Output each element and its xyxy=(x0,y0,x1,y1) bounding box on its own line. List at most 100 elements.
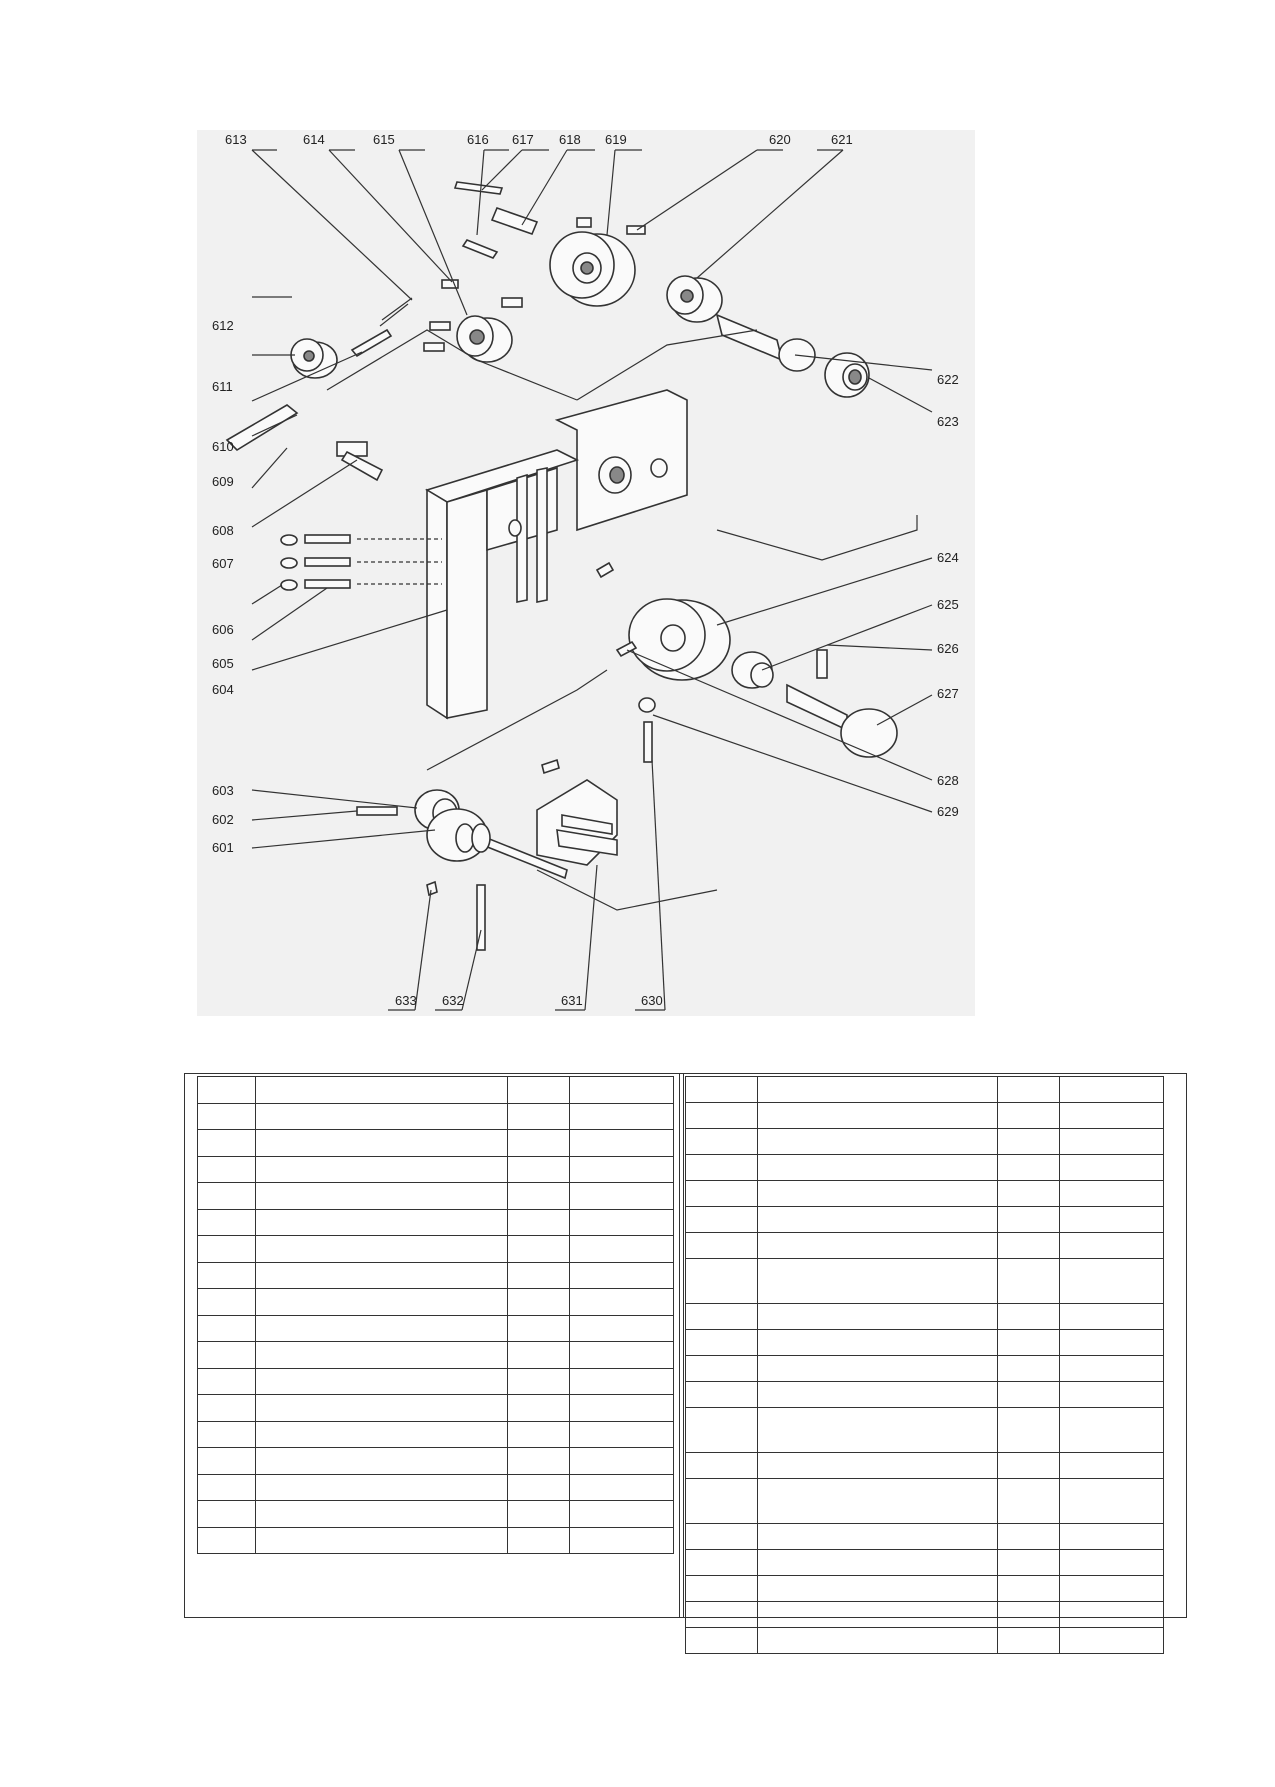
table-cell xyxy=(757,1627,998,1654)
table-row xyxy=(197,1394,674,1422)
table-cell xyxy=(255,1155,508,1183)
callout-613: 613 xyxy=(225,132,247,147)
table-cell xyxy=(507,1447,570,1475)
table-cell xyxy=(1059,1206,1164,1233)
table-cell xyxy=(997,1128,1060,1155)
table-cell xyxy=(685,1303,758,1330)
table-cell xyxy=(757,1452,998,1479)
table-cell xyxy=(507,1394,570,1422)
callout-605: 605 xyxy=(212,656,234,671)
table-cell xyxy=(197,1394,256,1422)
table-row xyxy=(685,1601,1164,1628)
table-cell xyxy=(507,1500,570,1528)
table-cell xyxy=(255,1473,508,1501)
table-cell xyxy=(757,1601,998,1628)
table-cell xyxy=(255,1394,508,1422)
table-row xyxy=(685,1154,1164,1181)
table-row xyxy=(685,1478,1164,1524)
table-cell xyxy=(997,1523,1060,1550)
table-cell xyxy=(197,1367,256,1395)
table-cell xyxy=(569,1447,674,1475)
table-cell xyxy=(255,1235,508,1263)
table-cell xyxy=(255,1182,508,1210)
callout-630: 630 xyxy=(641,993,663,1008)
table-cell xyxy=(685,1128,758,1155)
table-cell xyxy=(197,1473,256,1501)
callout-604: 604 xyxy=(212,682,234,697)
table-cell xyxy=(507,1288,570,1316)
diagram-svg: 613 614 615 616 617 618 619 620 621 612 … xyxy=(212,132,959,1011)
table-cell xyxy=(197,1341,256,1369)
table-cell xyxy=(757,1180,998,1207)
table-cell xyxy=(255,1341,508,1369)
table-cell xyxy=(757,1523,998,1550)
table-cell xyxy=(255,1261,508,1289)
table-row xyxy=(685,1523,1164,1550)
table-cell xyxy=(197,1235,256,1263)
table-cell xyxy=(757,1575,998,1602)
table-cell xyxy=(1059,1627,1164,1654)
table-cell xyxy=(1059,1180,1164,1207)
table-cell xyxy=(997,1076,1060,1103)
callout-607: 607 xyxy=(212,556,234,571)
table-row xyxy=(685,1381,1164,1408)
table-cell xyxy=(685,1549,758,1576)
table-row xyxy=(685,1180,1164,1207)
table-cell xyxy=(569,1367,674,1395)
callout-616: 616 xyxy=(467,132,489,147)
table-cell xyxy=(685,1154,758,1181)
table-cell xyxy=(507,1341,570,1369)
table-row xyxy=(685,1407,1164,1453)
table-cell xyxy=(255,1447,508,1475)
table-cell xyxy=(997,1206,1060,1233)
table-cell xyxy=(569,1473,674,1501)
table-cell xyxy=(255,1500,508,1528)
table-cell xyxy=(997,1549,1060,1576)
table-cell xyxy=(685,1381,758,1408)
table-cell xyxy=(1059,1407,1164,1453)
table-cell xyxy=(1059,1452,1164,1479)
table-cell xyxy=(757,1102,998,1129)
table-cell xyxy=(757,1329,998,1356)
table-row xyxy=(685,1128,1164,1155)
table-cell xyxy=(507,1261,570,1289)
table-cell xyxy=(255,1314,508,1342)
table-row xyxy=(685,1076,1164,1103)
table-cell xyxy=(1059,1102,1164,1129)
table-cell xyxy=(1059,1154,1164,1181)
callout-625: 625 xyxy=(937,597,959,612)
table-cell xyxy=(997,1180,1060,1207)
callout-620: 620 xyxy=(769,132,791,147)
table-row xyxy=(685,1303,1164,1330)
table-row xyxy=(685,1627,1164,1654)
table-cell xyxy=(1059,1076,1164,1103)
table-cell xyxy=(997,1329,1060,1356)
table-row xyxy=(685,1329,1164,1356)
table-row xyxy=(197,1129,674,1157)
callout-601: 601 xyxy=(212,840,234,855)
table-cell xyxy=(197,1102,256,1130)
table-cell xyxy=(255,1208,508,1236)
table-row xyxy=(197,1102,674,1130)
table-cell xyxy=(757,1128,998,1155)
table-cell xyxy=(507,1182,570,1210)
callout-624: 624 xyxy=(937,550,959,565)
table-cell xyxy=(757,1303,998,1330)
callout-610: 610 xyxy=(212,439,234,454)
table-cell xyxy=(1059,1329,1164,1356)
table-cell xyxy=(255,1367,508,1395)
table-cell xyxy=(507,1155,570,1183)
table-cell xyxy=(197,1208,256,1236)
table-cell xyxy=(507,1102,570,1130)
callout-602: 602 xyxy=(212,812,234,827)
table-cell xyxy=(757,1478,998,1524)
table-cell xyxy=(757,1206,998,1233)
table-cell xyxy=(1059,1575,1164,1602)
table-cell xyxy=(1059,1355,1164,1382)
parts-table-right xyxy=(685,1076,1164,1654)
table-row xyxy=(197,1261,674,1289)
table-row xyxy=(197,1447,674,1475)
table-cell xyxy=(685,1523,758,1550)
table-cell xyxy=(1059,1232,1164,1259)
callout-615: 615 xyxy=(373,132,395,147)
